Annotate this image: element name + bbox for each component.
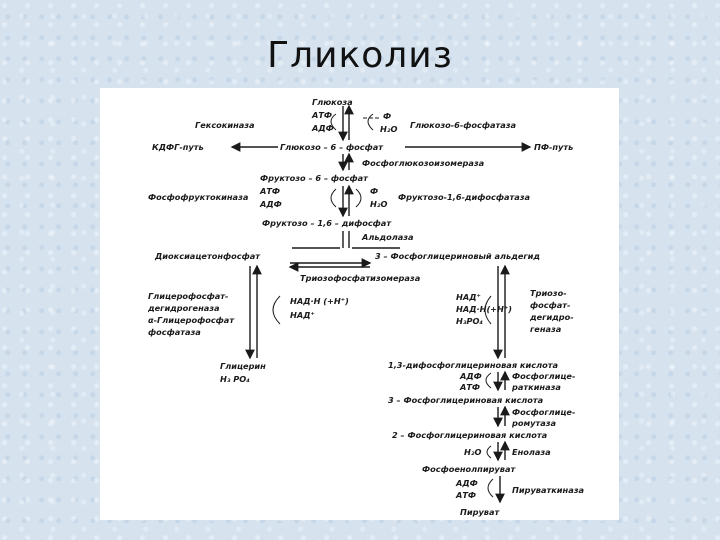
pp-path-label: ПФ-путь: [534, 142, 573, 152]
glycolysis-diagram: Глюкоза АТФ АДФ Ф Н₂О Гексокиназа Глюкоз…: [100, 88, 619, 520]
atp2-label: АТФ: [259, 186, 280, 196]
aldolase-label: Альдолаза: [361, 232, 414, 242]
f16bp-label: Фруктозо – 1,6 – дифосфат: [262, 218, 392, 228]
h2o2-label: Н₂О: [370, 199, 387, 209]
pgm-label-1: Фосфоглице-: [512, 407, 575, 417]
atp3-label: АТФ: [459, 382, 480, 392]
tdh-label-2: фосфат-: [530, 300, 570, 310]
glycerol-label: Глицерин: [220, 361, 266, 371]
pgk-label-2: раткиназа: [511, 382, 561, 392]
pg2-label: 2 – Фосфоглицериновая кислота: [392, 430, 547, 440]
fbpase-label: Фруктозо-1,6-дифосфатаза: [398, 192, 530, 202]
nad-left-label: НАД⁺: [290, 310, 315, 320]
pyruvate-label: Пируват: [460, 507, 500, 517]
tdh-label-4: геназа: [530, 324, 561, 334]
g6phosphatase-label: Глюкозо-6-фосфатаза: [410, 120, 516, 130]
h2o1-label: Н₂О: [380, 124, 397, 134]
atp2-curve: [330, 188, 337, 208]
g6p-label: Глюкозо – 6 – фосфат: [280, 142, 384, 152]
adp2-label: АДФ: [259, 199, 282, 209]
glucose-label: Глюкоза: [312, 97, 353, 107]
tpi-label: Триозофосфатизомераза: [300, 273, 420, 283]
h2o3-label: Н₂О: [464, 447, 481, 457]
h3po4-right-label: Н₃РО₄: [456, 316, 483, 326]
pfk-label: Фосфофруктокиназа: [148, 192, 248, 202]
adp4-curve: [487, 478, 494, 498]
g3pdh-label-2: дегидрогеназа: [147, 303, 220, 313]
enolase-label: Енолаза: [512, 447, 551, 457]
p2-label: Ф: [370, 186, 378, 196]
tdh-label-1: Триозо-: [530, 288, 567, 298]
kdfg-label: КДФГ-путь: [152, 142, 204, 152]
h2o3-curve: [486, 445, 492, 459]
nadh-right-label: НАД·Н(+Н⁺): [456, 304, 512, 314]
hexokinase-label: Гексокиназа: [195, 120, 255, 130]
pyrkinase-label: Пируваткиназа: [512, 485, 584, 495]
pgm-label-2: ромутаза: [511, 418, 556, 428]
g3pdh-label-1: Глицерофосфат-: [148, 291, 228, 301]
diagram-svg: Глюкоза АТФ АДФ Ф Н₂О Гексокиназа Глюкоз…: [147, 97, 584, 517]
slide-title: Гликолиз: [267, 35, 453, 76]
tdh-label-3: дегидро-: [529, 312, 574, 322]
nad-right-curve: [484, 295, 492, 325]
adp3-label: АДФ: [459, 371, 482, 381]
nad-left-curve: [272, 295, 281, 325]
dhap-label: Диоксиацетонфосфат: [154, 251, 261, 261]
g3p-label: 3 – Фосфоглицериновый альдегид: [375, 251, 540, 261]
h3po4-left-label: Н₃ РО₄: [220, 374, 250, 384]
atp1-label: АТФ: [311, 110, 332, 120]
adp3-curve: [485, 372, 492, 389]
atp4-label: АТФ: [455, 490, 476, 500]
p1-curve: [367, 113, 374, 131]
nadh-left-label: НАД·Н (+Н⁺): [290, 296, 349, 306]
nad-right-label: НАД⁺: [456, 292, 481, 302]
pg3-label: 3 – Фосфоглицериновая кислота: [388, 395, 543, 405]
adp1-label: АДФ: [311, 123, 334, 133]
p2-curve: [355, 188, 362, 208]
f6p-label: Фруктозо – 6 – фосфат: [260, 173, 369, 183]
p1-label: Ф: [383, 111, 391, 121]
atp1-curve: [330, 113, 337, 131]
bpg13-label: 1,3-дифосфоглицериновая кислота: [388, 360, 558, 370]
pep-label: Фосфоенолпируват: [422, 464, 516, 474]
isomerase-label: Фосфоглюкозоизомераза: [362, 158, 484, 168]
glycphos-label-2: фосфатаза: [148, 327, 201, 337]
adp4-label: АДФ: [455, 478, 478, 488]
glycphos-label-1: α-Глицерофосфат: [148, 315, 235, 325]
pgk-label-1: Фосфоглице-: [512, 371, 575, 381]
